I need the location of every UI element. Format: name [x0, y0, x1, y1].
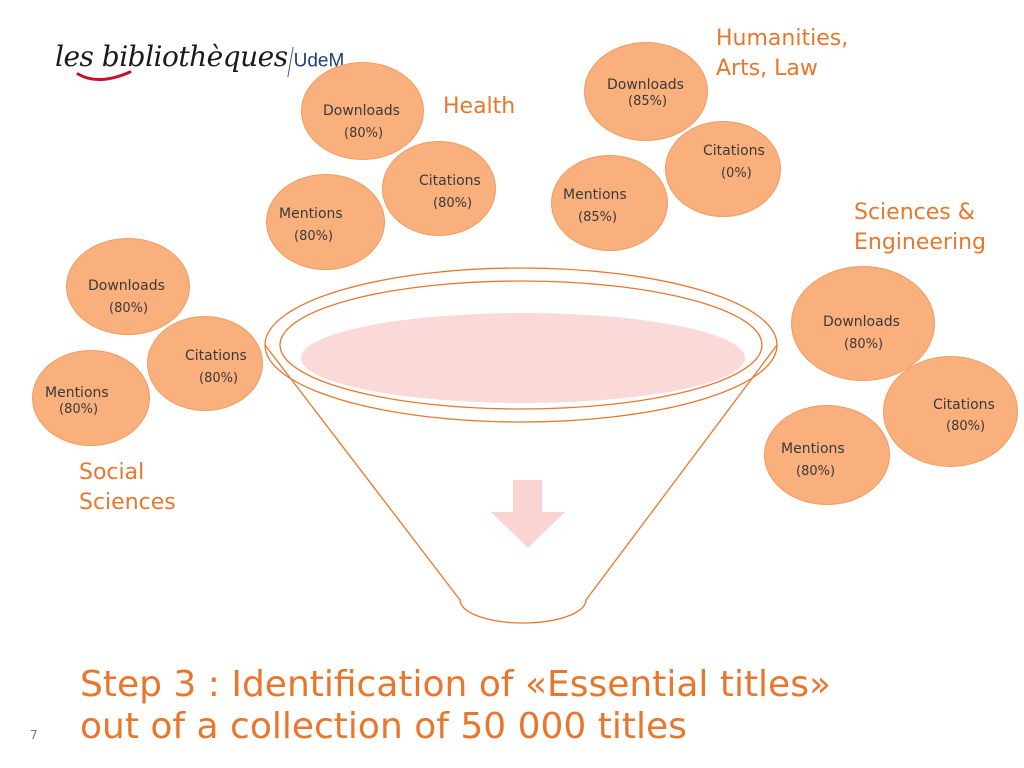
bubble-label: Mentions: [279, 206, 343, 222]
bubble-label: Downloads: [88, 278, 165, 294]
group-humanities-line2: Arts, Law: [716, 56, 818, 81]
slide-title: Step 3 : Identification of «Essential ti…: [80, 664, 831, 748]
sciences-citations-bubble: Citations (80%): [883, 356, 1018, 467]
humanities-downloads-bubble: Downloads (85%): [584, 42, 708, 141]
group-sciences-line1: Sciences &: [854, 200, 975, 225]
bubble-value: (80%): [796, 464, 836, 479]
bubble-label: Citations: [933, 397, 995, 413]
sciences-mentions-bubble: Mentions (80%): [764, 405, 890, 505]
logo-script-text: les bibliothèques: [55, 40, 288, 73]
bubble-label: Citations: [185, 348, 247, 364]
bubble-value: (80%): [294, 229, 334, 244]
bubble-label: Mentions: [781, 441, 845, 457]
funnel-cone: [264, 344, 778, 624]
group-humanities-line1: Humanities,: [716, 26, 849, 51]
page-number: 7: [30, 728, 38, 742]
funnel-down-arrow-icon: [491, 480, 565, 548]
bubble-value: (80%): [344, 126, 384, 141]
group-sciences-line2: Engineering: [854, 230, 986, 255]
funnel-inner-fill: [301, 313, 745, 403]
sciences-downloads-bubble: Downloads (80%): [791, 266, 935, 381]
group-health-heading: Health: [443, 94, 516, 119]
group-sciences-heading: Sciences & Engineering: [854, 198, 986, 258]
bubble-value: (85%): [578, 210, 618, 225]
funnel-diagram: [264, 267, 778, 624]
humanities-citations-bubble: Citations (0%): [665, 121, 781, 217]
logo-swoosh-icon: [76, 70, 132, 81]
bubble-value: (0%): [721, 166, 752, 181]
bubble-label: Downloads: [323, 103, 400, 119]
bubble-label: Downloads: [823, 314, 900, 330]
bubble-label: Mentions: [45, 385, 109, 401]
bubble-value: (80%): [59, 402, 99, 417]
health-mentions-bubble: Mentions (80%): [266, 174, 385, 270]
bubble-value: (80%): [433, 196, 473, 211]
humanities-mentions-bubble: Mentions (85%): [551, 155, 668, 251]
bubble-value: (80%): [199, 371, 239, 386]
funnel-inner-rim: [279, 280, 763, 410]
bubble-label: Mentions: [563, 187, 627, 203]
social-mentions-bubble: Mentions (80%): [32, 350, 150, 446]
group-social-line2: Sciences: [79, 490, 176, 515]
health-downloads-bubble: Downloads (80%): [301, 62, 424, 160]
bubble-value: (80%): [844, 337, 884, 352]
slide-title-line1: Step 3 : Identification of «Essential ti…: [80, 664, 831, 705]
bubble-label: Citations: [703, 143, 765, 159]
bubble-label: Downloads: [607, 77, 684, 93]
social-citations-bubble: Citations (80%): [147, 316, 263, 411]
bubble-value: (85%): [628, 94, 668, 109]
group-social-line1: Social: [79, 460, 145, 485]
slide-title-line2: out of a collection of 50 000 titles: [80, 706, 687, 747]
group-social-heading: Social Sciences: [79, 458, 176, 518]
social-downloads-bubble: Downloads (80%): [66, 238, 190, 335]
bubble-value: (80%): [946, 419, 986, 434]
logo-org-text: UdeM: [293, 50, 345, 72]
bubble-label: Citations: [419, 173, 481, 189]
bubble-value: (80%): [109, 301, 149, 316]
group-humanities-heading: Humanities, Arts, Law: [716, 24, 848, 84]
health-citations-bubble: Citations (80%): [382, 141, 496, 236]
